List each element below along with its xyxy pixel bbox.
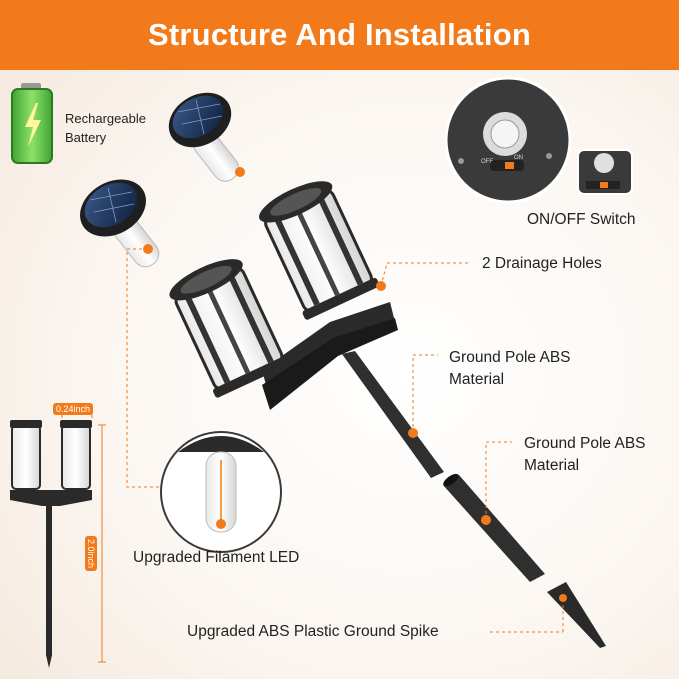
ground-pole-segment	[443, 473, 545, 582]
leader-lines	[126, 248, 564, 633]
switch-off-mark: OFF	[481, 159, 493, 165]
ground-spike	[547, 582, 606, 648]
filament-detail	[160, 431, 282, 553]
filament-label: Upgraded Filament LED	[133, 549, 300, 566]
solar-cap-top	[168, 92, 245, 182]
switch-label: ON/OFF Switch	[527, 211, 636, 228]
title-banner: Structure And Installation	[0, 0, 679, 70]
battery-icon	[11, 83, 53, 164]
main-light-assembly	[169, 181, 444, 478]
solar-cap-left	[80, 179, 160, 268]
pole-label-2: Ground Pole ABS Material	[524, 435, 646, 475]
width-dimension: 0.24inch	[53, 403, 94, 415]
battery-label: Rechargeable Battery	[65, 111, 146, 145]
switch-on-mark: ON	[514, 155, 523, 161]
height-dimension: 2.0inch	[85, 536, 97, 572]
spike-label: Upgraded ABS Plastic Ground Spike	[187, 623, 439, 640]
assembled-product-small	[10, 420, 92, 668]
pole-label-1: Ground Pole ABS Material	[449, 349, 571, 389]
page-title: Structure And Installation	[148, 17, 531, 52]
switch-detail: OFF ON	[444, 76, 633, 204]
drainage-label: 2 Drainage Holes	[482, 255, 602, 272]
